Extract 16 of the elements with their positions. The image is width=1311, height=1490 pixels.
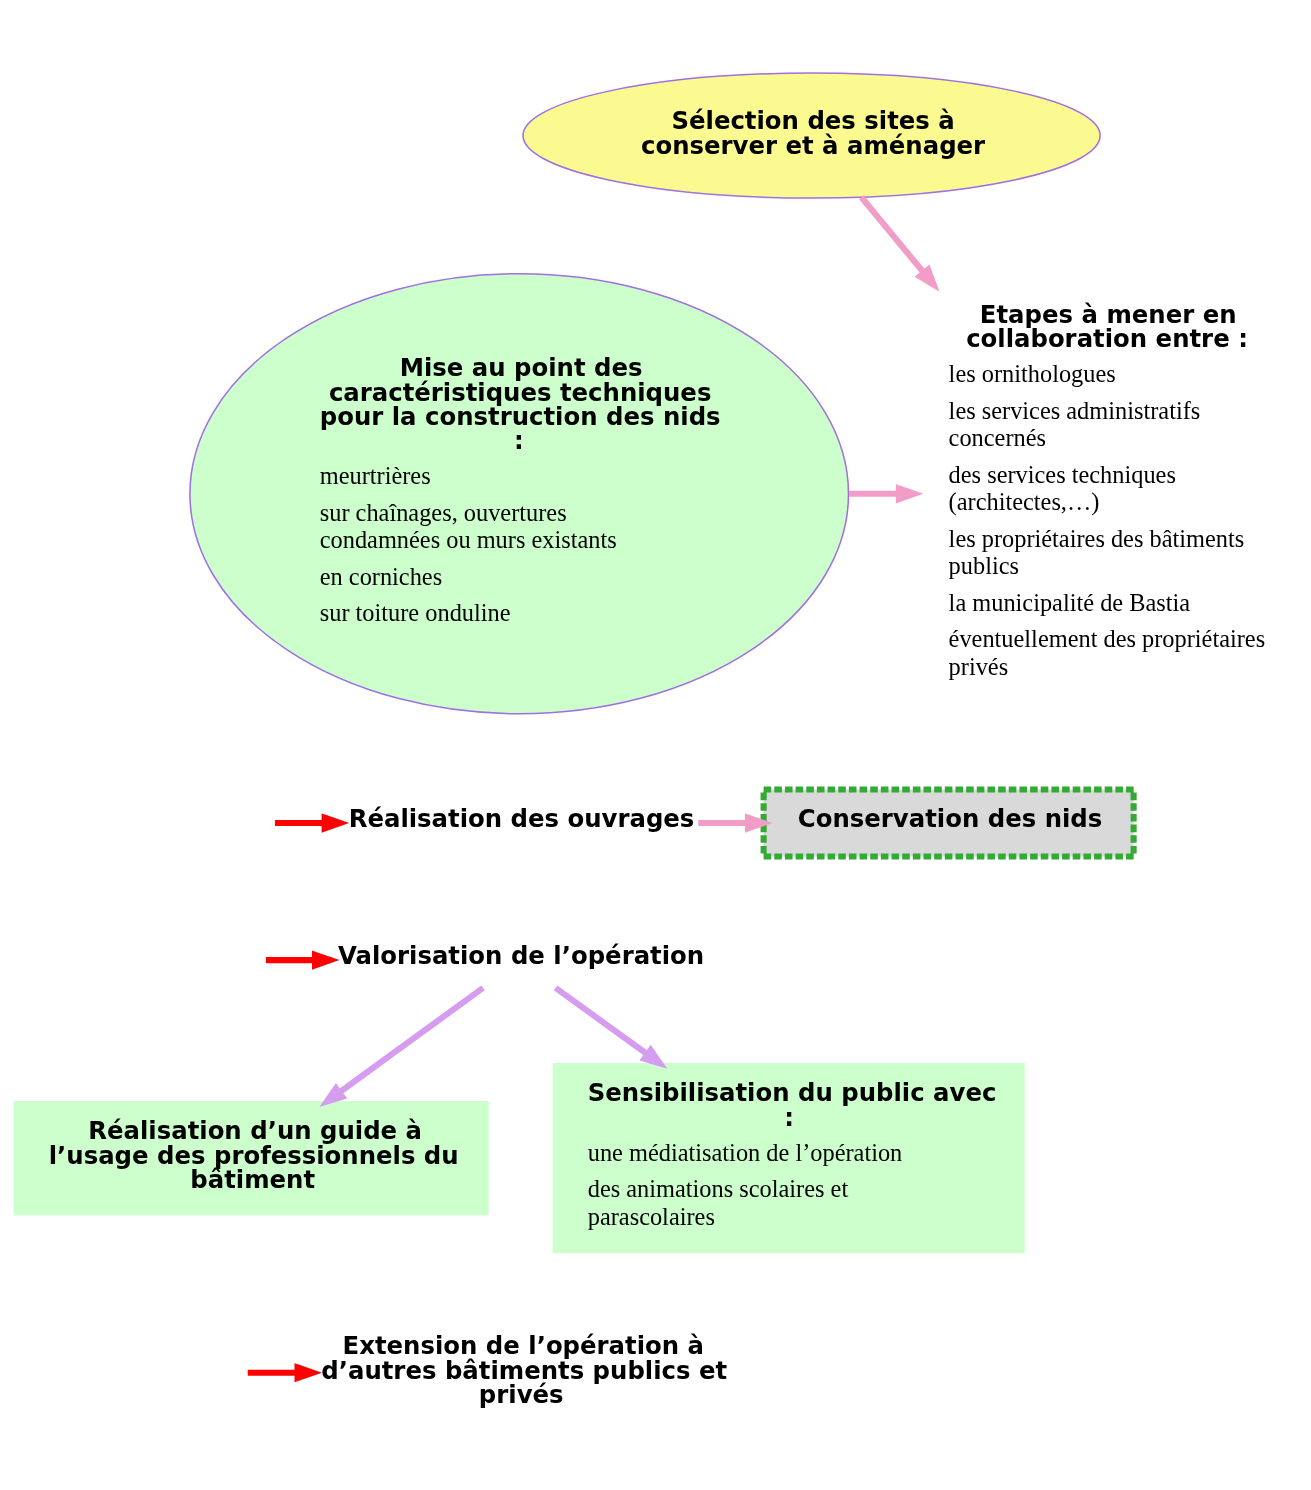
arrow <box>848 484 924 504</box>
node-box: Sensibilisation du public avec : une médiatisation de l’opération des animations scolaires et parascolaires <box>552 1062 1025 1254</box>
node-box: Réalisation d’un guide à l’usage des professionnels du bâtiment <box>13 1100 489 1216</box>
arrow <box>247 1363 322 1383</box>
arrow <box>319 985 485 1107</box>
node-text: Valorisation de l’opération <box>338 941 705 971</box>
node-text: Réalisation des ouvrages <box>348 804 695 834</box>
arrow <box>698 813 773 833</box>
arrow <box>859 195 940 292</box>
node-ellipse: Sélection des sites à conserver et à aménager <box>522 72 1101 199</box>
arrow <box>553 985 668 1069</box>
node-text: Etapes à mener en collaboration entre : les ornithologues les services administratifs concernés des services techniques (architectes,…) les propriétaires des bâtiments publics la municipalité de Bastia éventuellement des propriétaires privés <box>948 299 1266 680</box>
node-box: Conservation des nids <box>760 786 1137 860</box>
node-text: Extension de l’opération à d’autres bâtiments publics et privés <box>321 1331 728 1409</box>
arrow <box>265 950 340 970</box>
node-ellipse: Mise au point des caractéristiques techniques pour la construction des nids : meurtrières sur chaînages, ouvertures condamnées ou murs existants en corniches sur toiture onduline <box>189 273 850 715</box>
